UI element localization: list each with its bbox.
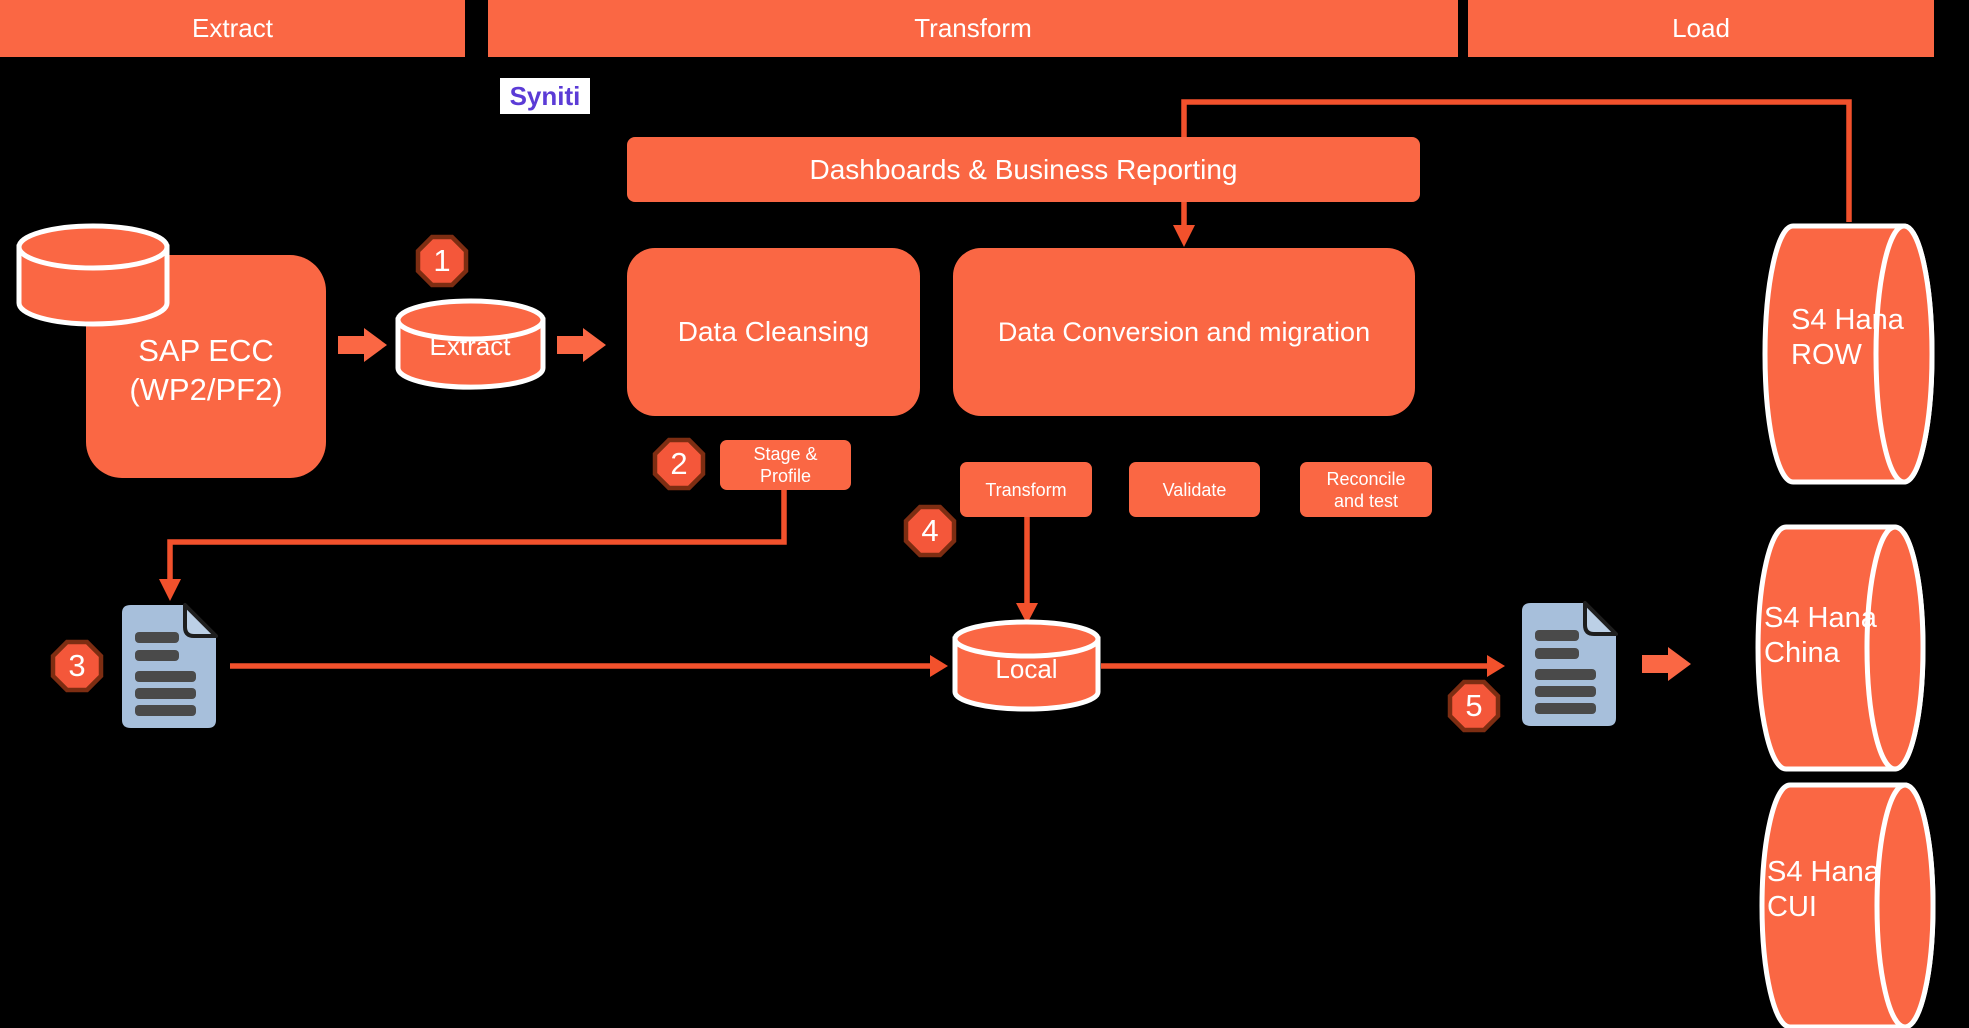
- dashboards-reporting-label: Dashboards & Business Reporting: [809, 153, 1238, 185]
- stage-profile-box: Stage & Profile: [720, 440, 851, 490]
- step-badge-1-number: 1: [433, 243, 451, 278]
- s4-hana-china-label: S4 Hana China: [1764, 601, 1877, 671]
- sap-ecc-line1: SAP ECC: [138, 333, 274, 368]
- step-badge-4-number: 4: [921, 513, 939, 548]
- header-load-label: Load: [1672, 13, 1730, 43]
- s4-cui-line1: S4 Hana: [1767, 856, 1880, 888]
- arrowhead-right-document2-icon: [1487, 655, 1505, 677]
- step-badge-2-icon: [652, 437, 706, 491]
- sap-source-database-cylinder-icon: [16, 223, 170, 327]
- stage-profile-line2: Profile: [759, 466, 811, 486]
- reconcile-line2: and test: [1333, 490, 1399, 511]
- data-cleansing-box: Data Cleansing: [627, 248, 920, 416]
- sap-ecc-line2: (WP2/PF2): [129, 372, 283, 407]
- arrowhead-down-document1-icon: [159, 579, 181, 601]
- reconcile-step-box: Reconcile and test: [1300, 462, 1432, 517]
- block-arrow-sapecc-to-extract-icon: [338, 328, 387, 362]
- local-database-cylinder-icon: [952, 619, 1101, 712]
- extract-cylinder-label: Extract: [429, 331, 511, 361]
- s4-cui-line2: CUI: [1767, 891, 1817, 923]
- step-badge-1-icon: [415, 234, 469, 288]
- data-cleansing-label: Data Cleansing: [677, 316, 870, 347]
- validate-step-box: Validate: [1129, 462, 1260, 517]
- step-badge-3-number: 3: [68, 648, 86, 683]
- data-conversion-box: Data Conversion and migration: [953, 248, 1415, 416]
- s4-hana-row-label: S4 Hana ROW: [1791, 303, 1904, 373]
- reconcile-step-label: Reconcile and test: [1326, 468, 1405, 512]
- arrowhead-down-local-icon: [1016, 603, 1038, 624]
- transform-step-label: Transform: [985, 479, 1067, 500]
- dashboards-reporting-box: Dashboards & Business Reporting: [627, 137, 1420, 202]
- s4-row-line1: S4 Hana: [1791, 304, 1904, 336]
- data-conversion-label: Data Conversion and migration: [997, 316, 1371, 347]
- block-arrow-extract-to-cleansing-icon: [557, 328, 606, 362]
- s4-hana-row-cylinder-icon: [1762, 223, 1935, 485]
- header-transform-bar: Transform: [488, 0, 1458, 57]
- s4-hana-cui-cylinder-icon: [1759, 782, 1936, 1028]
- stage-profile-label: Stage & Profile: [753, 443, 817, 487]
- local-cylinder-label: Local: [995, 654, 1058, 684]
- step-badge-2-number: 2: [670, 446, 688, 481]
- syniti-logo: Syniti: [500, 78, 590, 114]
- stage-profile-line1: Stage &: [753, 444, 818, 464]
- reconcile-line1: Reconcile: [1326, 468, 1406, 489]
- transform-step-box: Transform: [960, 462, 1092, 517]
- sap-ecc-label: SAP ECC (WP2/PF2): [86, 331, 326, 409]
- step-badge-3-icon: [50, 639, 104, 693]
- header-transform-label: Transform: [914, 13, 1032, 43]
- validate-step-label: Validate: [1162, 479, 1227, 500]
- s4-china-line1: S4 Hana: [1764, 602, 1877, 634]
- load-file-document-icon: [1520, 601, 1618, 728]
- arrowhead-right-local-icon: [930, 655, 948, 677]
- header-load-bar: Load: [1468, 0, 1934, 57]
- step-badge-5-number: 5: [1465, 688, 1483, 723]
- header-extract-bar: Extract: [0, 0, 465, 57]
- step-badge-4-icon: [903, 504, 957, 558]
- step-badge-5-icon: [1447, 679, 1501, 733]
- syniti-logo-text: Syniti: [509, 80, 581, 111]
- connector-stage-to-document1: [167, 489, 787, 588]
- s4-hana-cui-label: S4 Hana CUI: [1767, 855, 1880, 925]
- s4-china-line2: China: [1764, 637, 1840, 669]
- header-extract-label: Extract: [192, 13, 273, 43]
- block-arrow-document2-to-s4china-icon: [1642, 647, 1691, 681]
- s4-row-line2: ROW: [1791, 339, 1862, 371]
- extract-database-cylinder-icon: [395, 298, 546, 390]
- extract-file-document-icon: [120, 603, 218, 730]
- connector-reporting-to-s4row: [1181, 99, 1852, 222]
- s4-hana-china-cylinder-icon: [1755, 524, 1926, 772]
- arrowhead-down-conversion-icon: [1173, 225, 1195, 247]
